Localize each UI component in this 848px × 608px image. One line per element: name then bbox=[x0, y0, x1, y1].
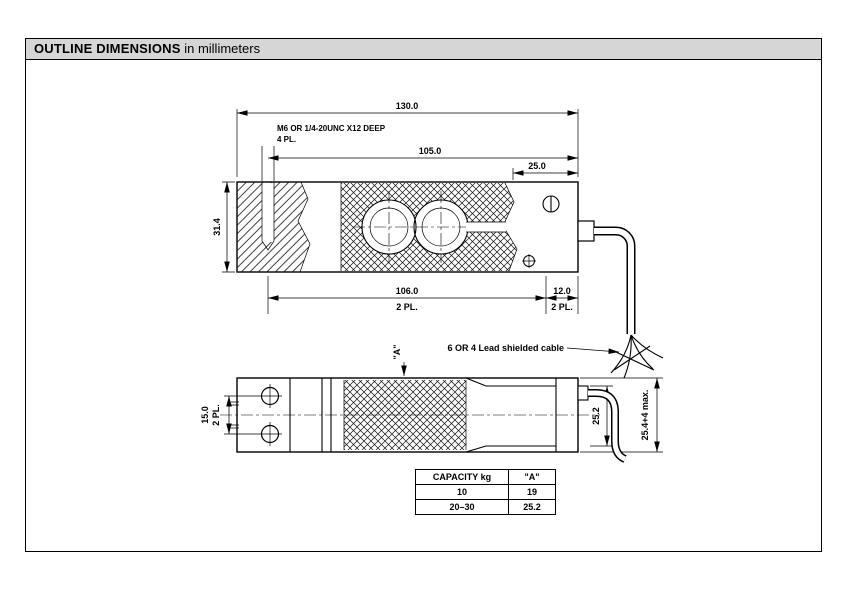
break-line bbox=[297, 181, 311, 273]
panel-title: OUTLINE DIMENSIONS bbox=[34, 41, 181, 56]
table-row: 20–30 25.2 bbox=[415, 499, 556, 515]
panel-header: OUTLINE DIMENSIONS in millimeters bbox=[26, 39, 821, 60]
dim-254-label: 25.4+4 max. bbox=[640, 390, 650, 441]
dim-a-label: "A" bbox=[392, 344, 402, 359]
cable-note-leader bbox=[566, 347, 620, 354]
table-row: 10 19 bbox=[415, 484, 556, 500]
dim-252-label: 25.2 bbox=[591, 407, 601, 425]
capacity-header-cell: CAPACITY kg bbox=[415, 469, 509, 485]
plan-cable-gland bbox=[577, 385, 589, 401]
side-cable bbox=[566, 226, 664, 379]
gap-slot bbox=[466, 222, 506, 232]
capacity-table: CAPACITY kg "A" 10 19 20–30 25.2 bbox=[415, 469, 556, 515]
cable-core bbox=[594, 228, 634, 334]
dim-130-label: 130.0 bbox=[396, 101, 419, 111]
plan-cable bbox=[588, 389, 627, 463]
cable-outline bbox=[594, 226, 636, 334]
outline-dimensions-panel: OUTLINE DIMENSIONS in millimeters bbox=[25, 38, 822, 552]
dim-15-pl-label: 2 PL. bbox=[211, 404, 221, 426]
side-view-dimensions bbox=[222, 109, 579, 314]
a-value-cell: 19 bbox=[508, 484, 556, 500]
equal-spacing-marks bbox=[231, 401, 239, 429]
tapped-hole bbox=[262, 183, 274, 242]
dim-106-label: 106.0 bbox=[396, 286, 419, 296]
dim-15-label: 15.0 bbox=[200, 406, 210, 424]
plan-cable-outline bbox=[588, 389, 627, 463]
plan-extension-lines bbox=[224, 377, 663, 453]
dim-31-label: 31.4 bbox=[212, 218, 222, 236]
capacity-cell: 10 bbox=[415, 484, 509, 500]
plan-view bbox=[220, 377, 600, 453]
tap-note-line1: M6 OR 1/4-20UNC X12 DEEP bbox=[277, 124, 386, 133]
tapped-hole-outline bbox=[261, 182, 275, 251]
cable-note: 6 OR 4 Lead shielded cable bbox=[447, 343, 564, 353]
plan-cable-core bbox=[588, 390, 627, 462]
drawing-labels: 130.0 105.0 25.0 31.4 106.0 2 PL. 12.0 2… bbox=[200, 101, 650, 440]
panel-subtitle: in millimeters bbox=[180, 41, 261, 56]
capacity-cell: 20–30 bbox=[415, 499, 509, 515]
cable-gland bbox=[577, 220, 595, 242]
dim-12-pl-label: 2 PL. bbox=[551, 302, 573, 312]
dim-105-label: 105.0 bbox=[419, 146, 442, 156]
a-header-cell: "A" bbox=[508, 469, 556, 485]
dim-106-pl-label: 2 PL. bbox=[396, 302, 418, 312]
cable-lead-wires bbox=[610, 334, 664, 379]
hole-centerlines bbox=[353, 191, 477, 263]
tap-note-line2: 4 PL. bbox=[277, 135, 296, 144]
a-value-cell: 25.2 bbox=[508, 499, 556, 515]
small-screw-cross bbox=[522, 254, 536, 268]
dim-25-label: 25.0 bbox=[528, 161, 546, 171]
mount-hole-crosses bbox=[258, 384, 282, 446]
dim-12-label: 12.0 bbox=[553, 286, 571, 296]
side-view bbox=[236, 181, 595, 273]
capacity-table-header-row: CAPACITY kg "A" bbox=[415, 469, 556, 485]
gap-slot-lines bbox=[466, 221, 506, 233]
